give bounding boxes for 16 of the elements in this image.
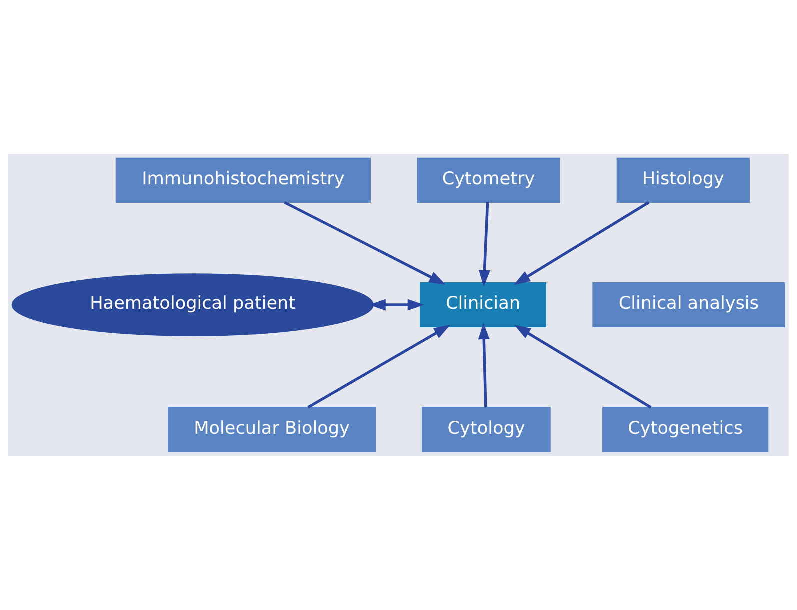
arrow <box>478 322 490 408</box>
arrow <box>284 201 446 285</box>
node-box: Molecular Biology <box>168 407 376 452</box>
node-box: Histology <box>616 158 750 203</box>
node-box: Cytometry <box>417 158 560 203</box>
node-box: Clinical analysis <box>592 282 786 328</box>
node-ellipse: Haematological patient <box>12 274 374 336</box>
node-box: Clinician <box>420 282 546 328</box>
arrow <box>369 299 424 311</box>
node-box: Cytology <box>422 407 551 452</box>
arrow <box>514 201 650 286</box>
arrow <box>514 325 652 409</box>
arrow <box>308 325 450 409</box>
arrow <box>478 202 490 287</box>
node-box: Immunohistochemistry <box>116 158 372 203</box>
node-box: Cytogenetics <box>602 407 769 452</box>
